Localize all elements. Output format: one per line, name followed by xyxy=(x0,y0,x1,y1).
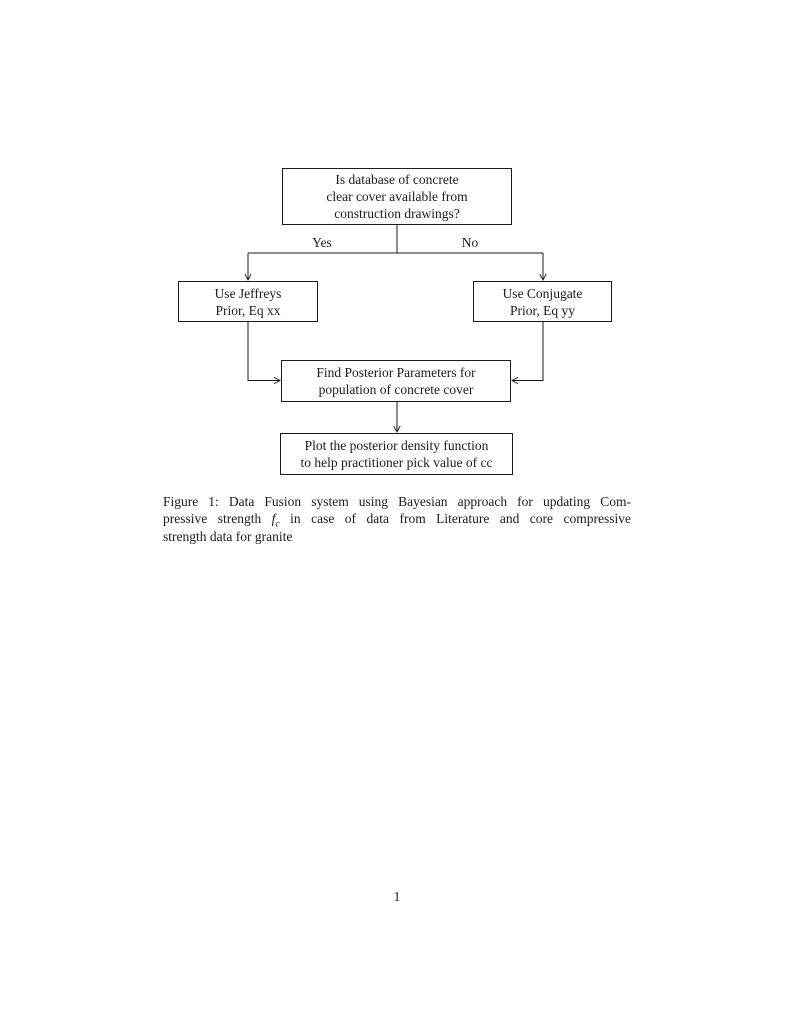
node-text-line: Plot the posterior density function xyxy=(304,438,489,453)
edge-conjugate-to-posterior xyxy=(512,322,544,381)
node-text-line: population of concrete cover xyxy=(318,382,474,397)
caption-text: pressive strength xyxy=(163,511,272,527)
node-text-line: to help practitioner pick value of cc xyxy=(300,455,493,470)
caption-text: in case of data from Literature and core… xyxy=(279,511,631,527)
flowchart-node-decision: Is database of concrete clear cover avai… xyxy=(282,168,512,225)
node-text-line: construction drawings? xyxy=(334,206,460,221)
node-text-line: clear cover available from xyxy=(326,189,468,204)
flowchart-node-plot-density: Plot the posterior density function to h… xyxy=(280,433,513,475)
math-f: f xyxy=(271,511,276,527)
node-text-line: Is database of concrete xyxy=(335,172,459,187)
node-text-line: Find Posterior Parameters for xyxy=(316,365,476,380)
caption-line-1: Figure 1: Data Fusion system using Bayes… xyxy=(163,493,631,510)
flowchart-node-jeffreys-prior: Use Jeffreys Prior, Eq xx xyxy=(178,281,318,322)
node-text-line: Prior, Eq yy xyxy=(509,302,576,318)
flowchart-node-conjugate-prior: Use Conjugate Prior, Eq yy xyxy=(473,281,612,322)
figure-caption: Figure 1: Data Fusion system using Bayes… xyxy=(163,493,631,545)
math-fc: fc xyxy=(271,511,280,529)
edge-label-yes: Yes xyxy=(312,235,332,250)
edge-label-no: No xyxy=(461,235,479,250)
edge-jeffreys-to-posterior xyxy=(247,322,280,381)
node-text-line: Use Jeffreys xyxy=(214,285,282,301)
flowchart-node-posterior-parameters: Find Posterior Parameters for population… xyxy=(281,360,511,402)
node-text-line: Prior, Eq xx xyxy=(215,302,281,318)
math-subscript-c: c xyxy=(275,519,280,530)
caption-text: Figure 1: Data Fusion system using Bayes… xyxy=(163,494,631,509)
node-text-line: Use Conjugate xyxy=(502,285,583,301)
page-number: 1 xyxy=(393,889,401,904)
caption-line-3: strength data for granite xyxy=(163,528,293,544)
caption-line-2: pressive strength fc in case of data fro… xyxy=(163,510,631,529)
